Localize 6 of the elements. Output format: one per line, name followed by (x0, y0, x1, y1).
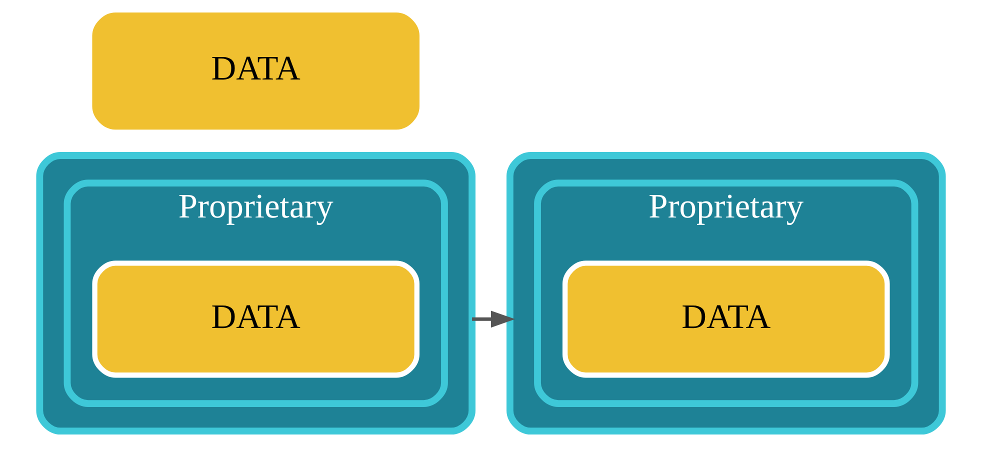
node-box: DATA (92, 12, 420, 130)
node-box: DATA (92, 260, 420, 378)
node-box: DATA (562, 260, 890, 378)
cluster (506, 152, 946, 435)
cluster (36, 152, 476, 435)
arrow (472, 310, 516, 328)
